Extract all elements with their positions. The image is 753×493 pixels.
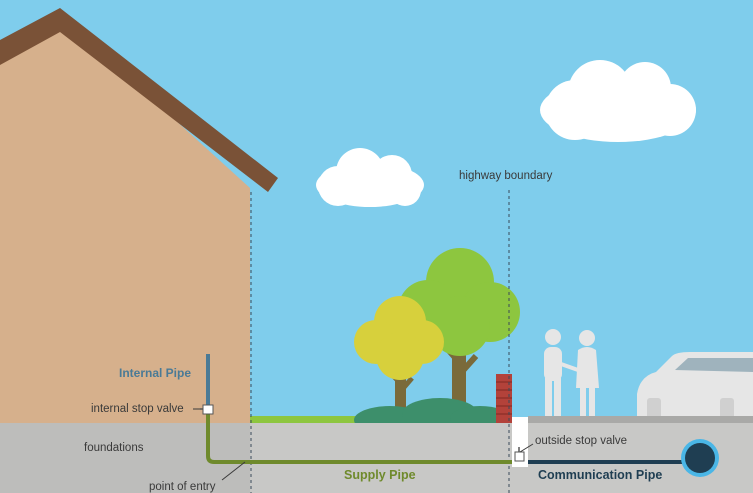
cloud-icon	[540, 60, 696, 142]
communication-pipe-label: Communication Pipe	[538, 468, 663, 482]
outside-stop-valve-leader	[519, 443, 534, 453]
highway-boundary-label: highway boundary	[459, 170, 553, 182]
outside-stop-valve-label: outside stop valve	[535, 435, 628, 447]
house	[0, 8, 278, 430]
people-silhouette-icon	[544, 329, 599, 416]
tree-icon	[398, 248, 520, 418]
internal-pipe-label: Internal Pipe	[119, 366, 192, 380]
foundations-label: foundations	[84, 442, 144, 454]
supply-pipe-label: Supply Pipe	[344, 468, 416, 482]
brick-wall-icon	[496, 374, 512, 426]
point-of-entry-leader	[221, 461, 246, 481]
stop-valve-icon	[200, 404, 214, 415]
pavement	[528, 416, 753, 424]
car-icon	[637, 352, 753, 420]
tree-icon	[354, 296, 444, 418]
cloud-icon	[316, 148, 424, 207]
internal-stop-valve-label: internal stop valve	[91, 403, 184, 415]
stop-valve-icon	[512, 417, 528, 467]
grass	[250, 416, 360, 426]
roof	[0, 8, 278, 192]
water-main	[681, 439, 719, 477]
point-of-entry-label: point of entry	[149, 481, 216, 493]
supply-pipe	[206, 412, 520, 464]
